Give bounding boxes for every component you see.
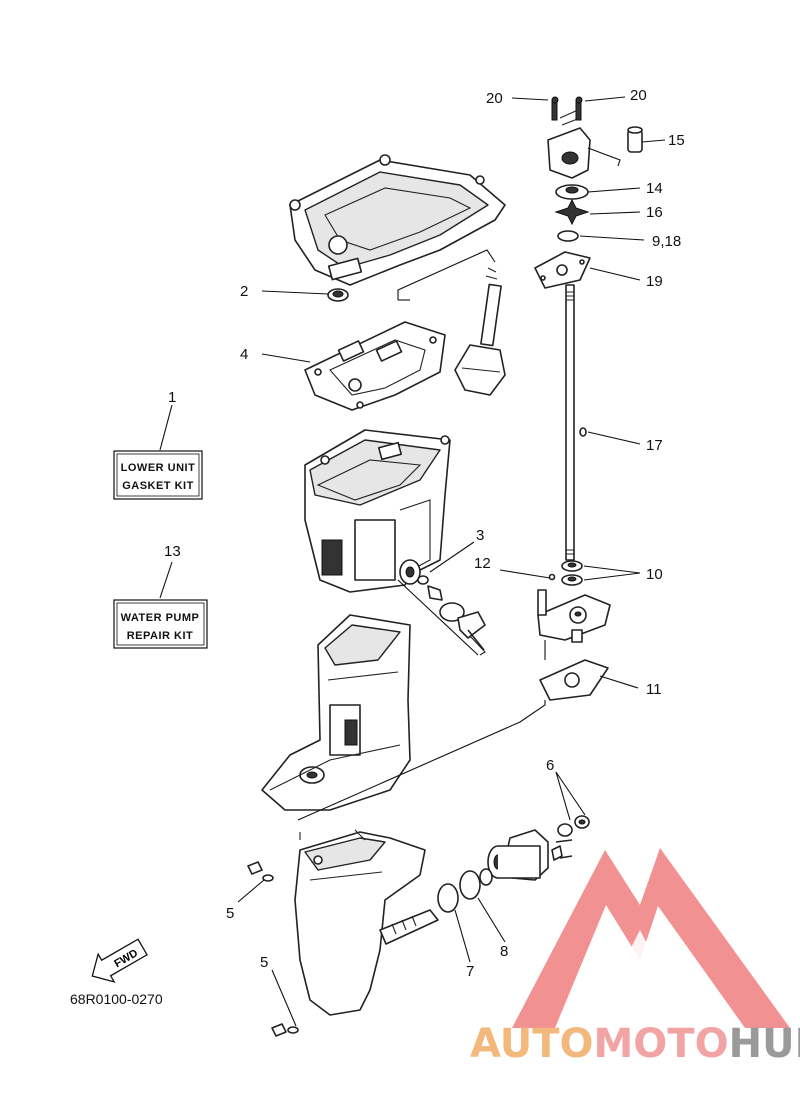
upper-casing-part (289, 154, 506, 286)
watermark-part-moto: MOTO (594, 1021, 729, 1067)
o-ring-large-part (437, 870, 481, 913)
callout-20-left: 20 (486, 90, 503, 107)
gasket-kit-box: LOWER UNIT GASKET KIT (113, 450, 203, 500)
callout-4: 4 (240, 346, 248, 363)
water-tube-grommet-part (627, 126, 643, 153)
callout-16: 16 (646, 204, 663, 221)
watermark-logo-icon (512, 848, 790, 1028)
callout-9-18: 9,18 (652, 233, 681, 250)
water-tube-fitting-part (399, 559, 486, 656)
seal-housing-part (537, 589, 611, 643)
callout-2: 2 (240, 283, 248, 300)
watermark-text: AUTOMOTOHUB (470, 1021, 800, 1067)
callout-11: 11 (646, 681, 662, 698)
lower-mount-housing-part (261, 614, 411, 811)
callout-15: 15 (668, 132, 685, 149)
gear-case-part (294, 829, 439, 1016)
callout-labels: 20 20 15 14 16 9,18 19 2 4 1 17 3 13 12 … (164, 87, 685, 980)
callout-7: 7 (466, 963, 474, 980)
oil-seal-pair-part (561, 560, 583, 586)
watermark-part-auto: AUTO (470, 1021, 594, 1067)
callout-5-upper: 5 (226, 905, 234, 922)
bearing-housing-part (479, 815, 590, 886)
impeller-part (554, 198, 590, 226)
callout-10: 10 (646, 566, 663, 583)
callout-19: 19 (646, 273, 663, 290)
upper-case-part (304, 429, 451, 593)
pump-base-gasket-part (539, 659, 609, 701)
callout-3: 3 (476, 527, 484, 544)
water-pump-housing-part (547, 96, 591, 179)
callout-14: 14 (646, 180, 663, 197)
callout-12: 12 (474, 555, 491, 572)
water-pump-kit-box: WATER PUMP REPAIR KIT (113, 599, 208, 649)
callout-1: 1 (168, 389, 176, 406)
fwd-arrow-icon: FWD (91, 938, 148, 983)
callout-13: 13 (164, 543, 181, 560)
leader-lines (159, 96, 666, 1027)
callout-20-right: 20 (630, 87, 647, 104)
dowel-pin-part (548, 573, 556, 581)
water-pump-kit-line1: WATER PUMP (121, 612, 200, 624)
outer-plate-part (534, 251, 591, 289)
watermark-part-hub: HUB (729, 1021, 800, 1067)
watermark-brand: AUTOMOTOHUB (470, 1021, 800, 1067)
diagram-code: 68R0100-0270 (70, 991, 163, 1007)
callout-6: 6 (546, 757, 554, 774)
bolt-part (247, 861, 299, 1037)
drive-shaft-bushing-part (454, 267, 506, 396)
callout-8: 8 (500, 943, 508, 960)
drive-shaft-part (565, 284, 587, 561)
gasket-part (304, 321, 446, 411)
gasket-kit-line1: LOWER UNIT (121, 462, 196, 474)
callout-5-lower: 5 (260, 954, 268, 971)
callout-17: 17 (646, 437, 663, 454)
insert-cartridge-part (555, 184, 589, 200)
water-pump-kit-line2: REPAIR KIT (127, 630, 194, 642)
o-ring-part (557, 230, 579, 242)
oil-seal-part (327, 288, 349, 302)
gasket-kit-line2: GASKET KIT (122, 480, 194, 492)
